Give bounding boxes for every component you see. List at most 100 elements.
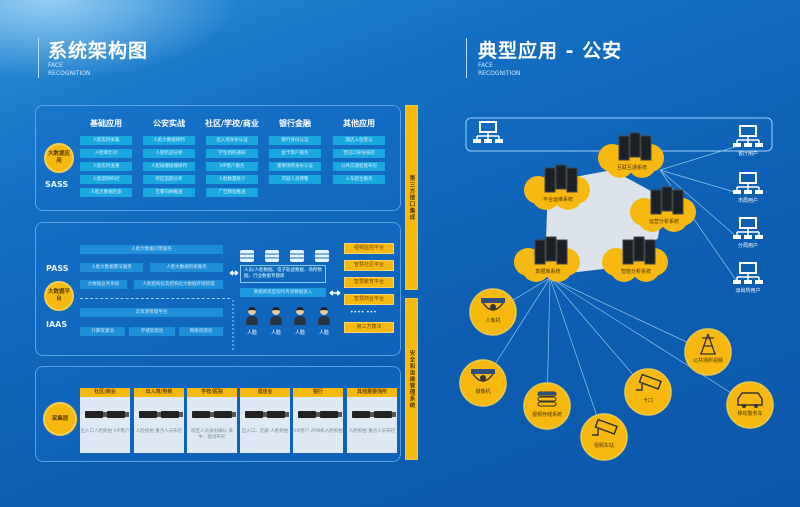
background-glow xyxy=(0,0,240,80)
collect-column: 出入境/地铁 人脸抓拍 重点人员布控 xyxy=(134,388,184,453)
database-icons xyxy=(240,250,329,262)
sass-cell[interactable]: 人脸库比对 xyxy=(80,149,132,158)
platform-button[interactable]: 智慧商业平台 xyxy=(344,294,394,305)
server-cloud[interactable]: 运营分析系统 xyxy=(630,186,696,232)
network-user-icon[interactable]: 分局用户 xyxy=(733,217,763,249)
dome-camera-icon xyxy=(481,298,505,311)
server-cloud[interactable]: 平台运维系统 xyxy=(524,164,590,210)
link-line xyxy=(659,169,739,194)
sass-cell[interactable]: 人脸实时采集 xyxy=(80,136,132,145)
person-icon xyxy=(246,307,258,325)
left-subtitle-1: FACE xyxy=(48,62,63,69)
collect-column-desc: 校区人员身份确认 黄牛、医闹布控 xyxy=(191,429,233,440)
device-label: 摄像机 xyxy=(475,388,490,395)
device-node[interactable]: 摄像机 xyxy=(459,359,507,407)
network-user-icon[interactable]: 派出所用户 xyxy=(733,262,763,294)
collect-column-header: 银行 xyxy=(293,388,343,397)
sass-cell[interactable]: 人脸大数据研判 xyxy=(143,136,195,145)
collect-column-header: 其他重要场所 xyxy=(347,388,397,397)
collect-column-desc: VIP客户 ATM机人脸抓拍 xyxy=(293,429,343,434)
sass-cell[interactable]: 跨区追踪分析 xyxy=(143,175,195,184)
sass-cell[interactable]: 人脸轨迹分析 xyxy=(143,149,195,158)
server-cloud[interactable]: 互联互通系统 xyxy=(598,132,664,178)
user-label: 分局用户 xyxy=(738,242,758,249)
person-label: 人脸 xyxy=(270,330,281,336)
collect-column: 酒店业 出入口、走廊 人脸抓拍 xyxy=(240,388,290,453)
sass-cell[interactable]: 公共交通智能布控 xyxy=(333,162,385,171)
sass-cell[interactable]: 登记口身份核验 xyxy=(333,149,385,158)
sass-cell[interactable]: 广告精准推送 xyxy=(206,188,258,197)
sass-cell[interactable]: 金卡客户服务 xyxy=(269,149,321,158)
device-node[interactable]: 人像机 xyxy=(469,288,517,336)
device-label: 公共场所视频 xyxy=(693,357,723,364)
paas-bar: 人脸结构化及结构化大数据存储管理 xyxy=(134,280,223,289)
platform-button[interactable]: 智慧教育平台 xyxy=(344,277,394,288)
sass-cell[interactable]: 人脸案例布控 xyxy=(80,175,132,184)
device-node[interactable]: 视频车站 xyxy=(580,413,628,461)
paas-bar: 人脸大数据算法服务 xyxy=(80,263,143,272)
right-subtitle-2: RECOGNITION xyxy=(478,70,521,77)
sass-cell[interactable]: 人车结合服务 xyxy=(333,175,385,184)
title-divider xyxy=(38,38,39,78)
device-node[interactable]: 公共场所视频 xyxy=(684,328,732,376)
link-line xyxy=(659,169,739,284)
network-node-icon[interactable] xyxy=(473,121,503,143)
device-node[interactable]: 移动警务车 xyxy=(726,381,774,429)
device-node[interactable]: 卡口 xyxy=(624,368,672,416)
collect-column: 其他重要场所 人脸抓拍 重点人员布控 xyxy=(347,388,397,453)
iaas-bar: 云资源管理平台 xyxy=(80,308,223,317)
device-label: 视频存储系统 xyxy=(532,411,562,418)
platform-button[interactable]: 智慧社区平台 xyxy=(344,260,394,271)
sass-cell[interactable]: 人脸碰撞碰撞研判 xyxy=(143,162,195,171)
sass-column-header: 其他应用 xyxy=(343,119,375,128)
sass-cell[interactable]: 银行身份认证 xyxy=(269,136,321,145)
server-cloud[interactable]: 智能分析系统 xyxy=(602,236,668,282)
paas-bar: 人脸大数据检索服务 xyxy=(150,263,223,272)
police-car-icon xyxy=(737,392,763,408)
camera-icons xyxy=(187,411,237,418)
person-label: 人脸 xyxy=(246,330,257,336)
iaas-bar: 存储资源池 xyxy=(129,327,175,336)
server-cloud[interactable]: 数据库系统 xyxy=(514,236,580,282)
sass-cell[interactable]: 人脸实时查重 xyxy=(80,162,132,171)
link-line xyxy=(549,277,709,353)
user-label: 省厅用户 xyxy=(738,150,758,157)
collect-column-desc: 出入口人脸抓拍 VIP客户 xyxy=(80,429,130,434)
collect-column: 社区/商业 出入口人脸抓拍 VIP客户 xyxy=(80,388,130,453)
platform-button[interactable]: 视频监控平台 xyxy=(344,243,394,254)
sass-cell[interactable]: 出入境身份认证 xyxy=(206,136,258,145)
sass-cell[interactable]: 告警归纳推送 xyxy=(143,188,195,197)
collect-column-header: 酒店业 xyxy=(240,388,290,397)
collect-badge: 采集层 xyxy=(43,402,77,436)
user-label: 派出所用户 xyxy=(735,287,760,294)
sass-badge: 大数据应用 xyxy=(44,143,74,173)
server-label: 互联互通系统 xyxy=(617,164,647,171)
camera-icons xyxy=(293,411,343,418)
dome-camera-icon xyxy=(471,369,495,382)
sass-cell[interactable]: 可疑人员预警 xyxy=(269,175,321,184)
device-node[interactable]: 视频存储系统 xyxy=(523,382,571,430)
left-subtitle-2: RECOGNITION xyxy=(48,70,91,77)
sass-cell[interactable]: 学生到校通知 xyxy=(206,149,258,158)
sass-cell[interactable]: 人脸数量统计 xyxy=(206,175,258,184)
person-icon xyxy=(270,307,282,325)
sass-cell[interactable]: 重要场所身份认证 xyxy=(269,162,321,171)
iaas-label: IAAS xyxy=(46,320,68,329)
link-line xyxy=(659,145,739,171)
sass-cell[interactable]: 人脸大数据检索 xyxy=(80,188,132,197)
device-label: 卡口 xyxy=(643,397,653,404)
third-party-interface-bar: 第三方接口集成 xyxy=(405,105,418,290)
device-label: 人像机 xyxy=(485,317,500,324)
camera-icons xyxy=(134,411,184,418)
network-user-icon[interactable]: 省厅用户 xyxy=(733,125,763,157)
iaas-bar: 计算资源池 xyxy=(80,327,125,336)
more-dots: •••• ••• xyxy=(350,309,377,316)
sass-cell[interactable]: VIP客户服务 xyxy=(206,162,258,171)
server-label: 数据库系统 xyxy=(535,268,560,275)
network-user-icon[interactable]: 市局用户 xyxy=(733,172,763,204)
sass-cell[interactable]: 酒店入住登记 xyxy=(333,136,385,145)
layer-divider xyxy=(80,298,230,299)
db-bar: 数据库类型视作传递数据接入 xyxy=(240,288,326,297)
platform-button[interactable]: 第三方算法 xyxy=(344,322,394,333)
